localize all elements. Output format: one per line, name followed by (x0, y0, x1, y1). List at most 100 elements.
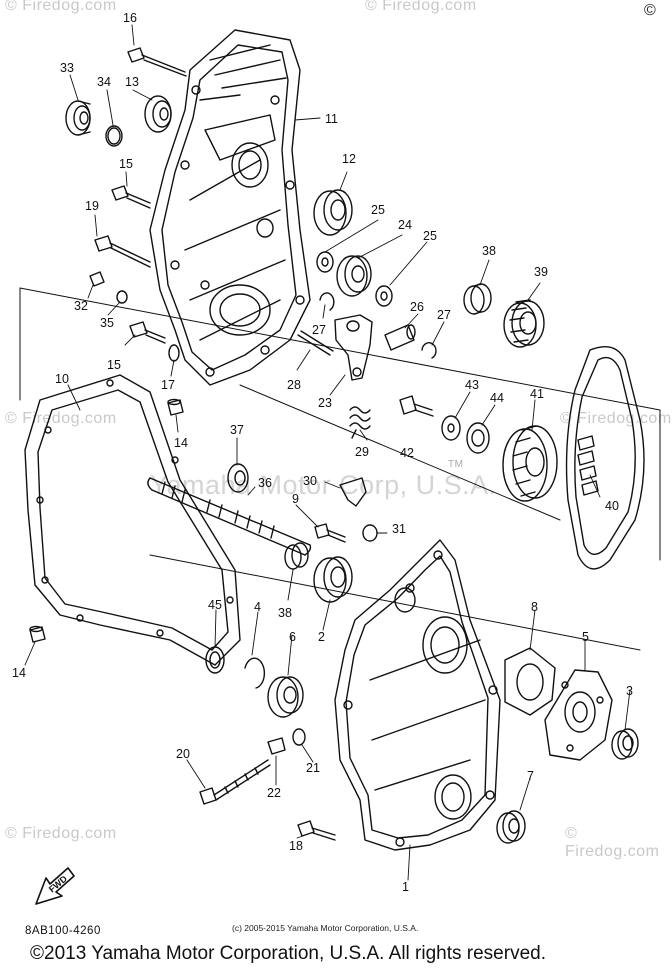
watermark-left-mid: © Firedog.com (5, 410, 117, 427)
plug-30 (339, 477, 367, 507)
callout-10: 10 (55, 372, 69, 386)
bearing-24 (336, 255, 372, 297)
callout-2: 2 (318, 630, 325, 644)
watermark-right-mid: © Firedog.com (560, 410, 672, 427)
callout-43: 43 (465, 378, 479, 392)
callout-32: 32 (74, 299, 88, 313)
bolt-19 (94, 235, 151, 268)
bolt-15-upper (111, 185, 151, 209)
bearing-2 (313, 556, 353, 603)
watermark-right-low: © Firedog.com (565, 825, 660, 860)
oil-seal-37 (227, 463, 249, 493)
bolt-16 (127, 47, 187, 77)
callout-36: 36 (258, 476, 272, 490)
washer-45 (205, 646, 225, 674)
bearing-6 (267, 676, 304, 718)
callout-16: 16 (123, 11, 137, 25)
corner-copyright-symbol: © (644, 2, 656, 19)
callout-41: 41 (530, 387, 544, 401)
washer-35 (116, 290, 128, 304)
callout-5: 5 (582, 630, 589, 644)
callout-labels: 16 33 34 13 11 12 15 19 25 24 25 38 39 3… (12, 11, 633, 894)
callout-23: 23 (318, 396, 332, 410)
bolt-20 (199, 759, 271, 805)
callout-24: 24 (398, 218, 412, 232)
oil-seal-7 (496, 810, 526, 844)
drive-chain-40 (565, 346, 645, 570)
callout-25-left: 25 (371, 203, 385, 217)
bearing-38-lower (284, 542, 309, 570)
circlip-27-right (421, 342, 437, 359)
callout-29: 29 (355, 445, 369, 459)
sprocket-41 (502, 425, 558, 502)
callout-15-lower: 15 (107, 358, 121, 372)
bolt-9 (314, 523, 346, 543)
bearing-38-upper (463, 283, 492, 315)
dowel-pin-14-upper (167, 398, 184, 416)
callout-28: 28 (287, 378, 301, 392)
callout-42: 42 (400, 446, 414, 460)
callout-37: 37 (230, 423, 244, 437)
oil-seal-33 (65, 100, 91, 136)
callout-27-left: 27 (312, 323, 326, 337)
watermark-center: Yamaha Motor Corp, U.S.A. (150, 470, 497, 500)
callout-15-upper: 15 (119, 157, 133, 171)
callout-12: 12 (342, 152, 356, 166)
sprocket-39 (503, 299, 545, 348)
washer-25-right (375, 285, 393, 307)
callout-11: 11 (325, 112, 338, 126)
callout-19: 19 (85, 199, 99, 213)
bearing-cover-5 (544, 669, 613, 761)
o-ring-34 (105, 125, 123, 147)
diagram-code: 8AB100-4260 (25, 925, 101, 937)
washer-25-left (316, 251, 334, 273)
callout-4: 4 (254, 600, 261, 614)
gasket-10 (24, 374, 241, 666)
fwd-direction-arrow: FWD (35, 867, 75, 905)
callout-45: 45 (208, 598, 222, 612)
dowel-pin-14-lower (29, 625, 46, 643)
washer-17 (168, 344, 180, 362)
washer-21 (292, 728, 306, 746)
callout-8: 8 (531, 600, 538, 614)
callout-31: 31 (392, 522, 406, 536)
washer-43 (441, 415, 461, 441)
circlip-4 (244, 657, 266, 689)
callout-18: 18 (289, 839, 303, 853)
callout-44: 44 (490, 391, 504, 405)
callout-40: 40 (605, 499, 619, 513)
lower-case-1 (334, 539, 501, 851)
spring-29 (349, 406, 371, 439)
callout-27-right: 27 (437, 308, 451, 322)
rod-28 (297, 330, 334, 356)
callout-39: 39 (534, 265, 548, 279)
o-ring-31 (362, 524, 378, 542)
small-copyright: (c) 2005-2015 Yamaha Motor Corporation, … (232, 923, 419, 933)
bolt-32 (89, 271, 105, 287)
watermark-left-low: © Firedog.com (5, 825, 117, 842)
trademark-mark: TM (448, 459, 464, 470)
callout-38-lower: 38 (278, 606, 292, 620)
leader-lines (24, 24, 631, 881)
callout-25-right: 25 (423, 229, 437, 243)
callout-6: 6 (289, 630, 296, 644)
chain-case-cover-11 (149, 29, 311, 386)
watermark-left-upper: © Firedog.com (5, 0, 117, 14)
tensioner-arm-23 (334, 314, 373, 381)
callout-14-upper: 14 (174, 436, 188, 450)
gasket-8 (504, 647, 556, 716)
callout-30: 30 (303, 474, 317, 488)
bolt-18 (297, 820, 336, 841)
assembly-boundary-lines (19, 287, 661, 651)
oil-seal-3 (611, 728, 639, 760)
bolt-15-lower (129, 321, 166, 344)
pin-26 (384, 324, 416, 351)
callout-22: 22 (267, 786, 281, 800)
callout-26: 26 (410, 300, 424, 314)
bolt-42 (399, 395, 434, 417)
callout-7: 7 (527, 769, 534, 783)
callout-3: 3 (626, 684, 633, 698)
callout-34: 34 (97, 75, 111, 89)
callout-38-upper: 38 (482, 244, 496, 258)
callout-21: 21 (306, 761, 320, 775)
